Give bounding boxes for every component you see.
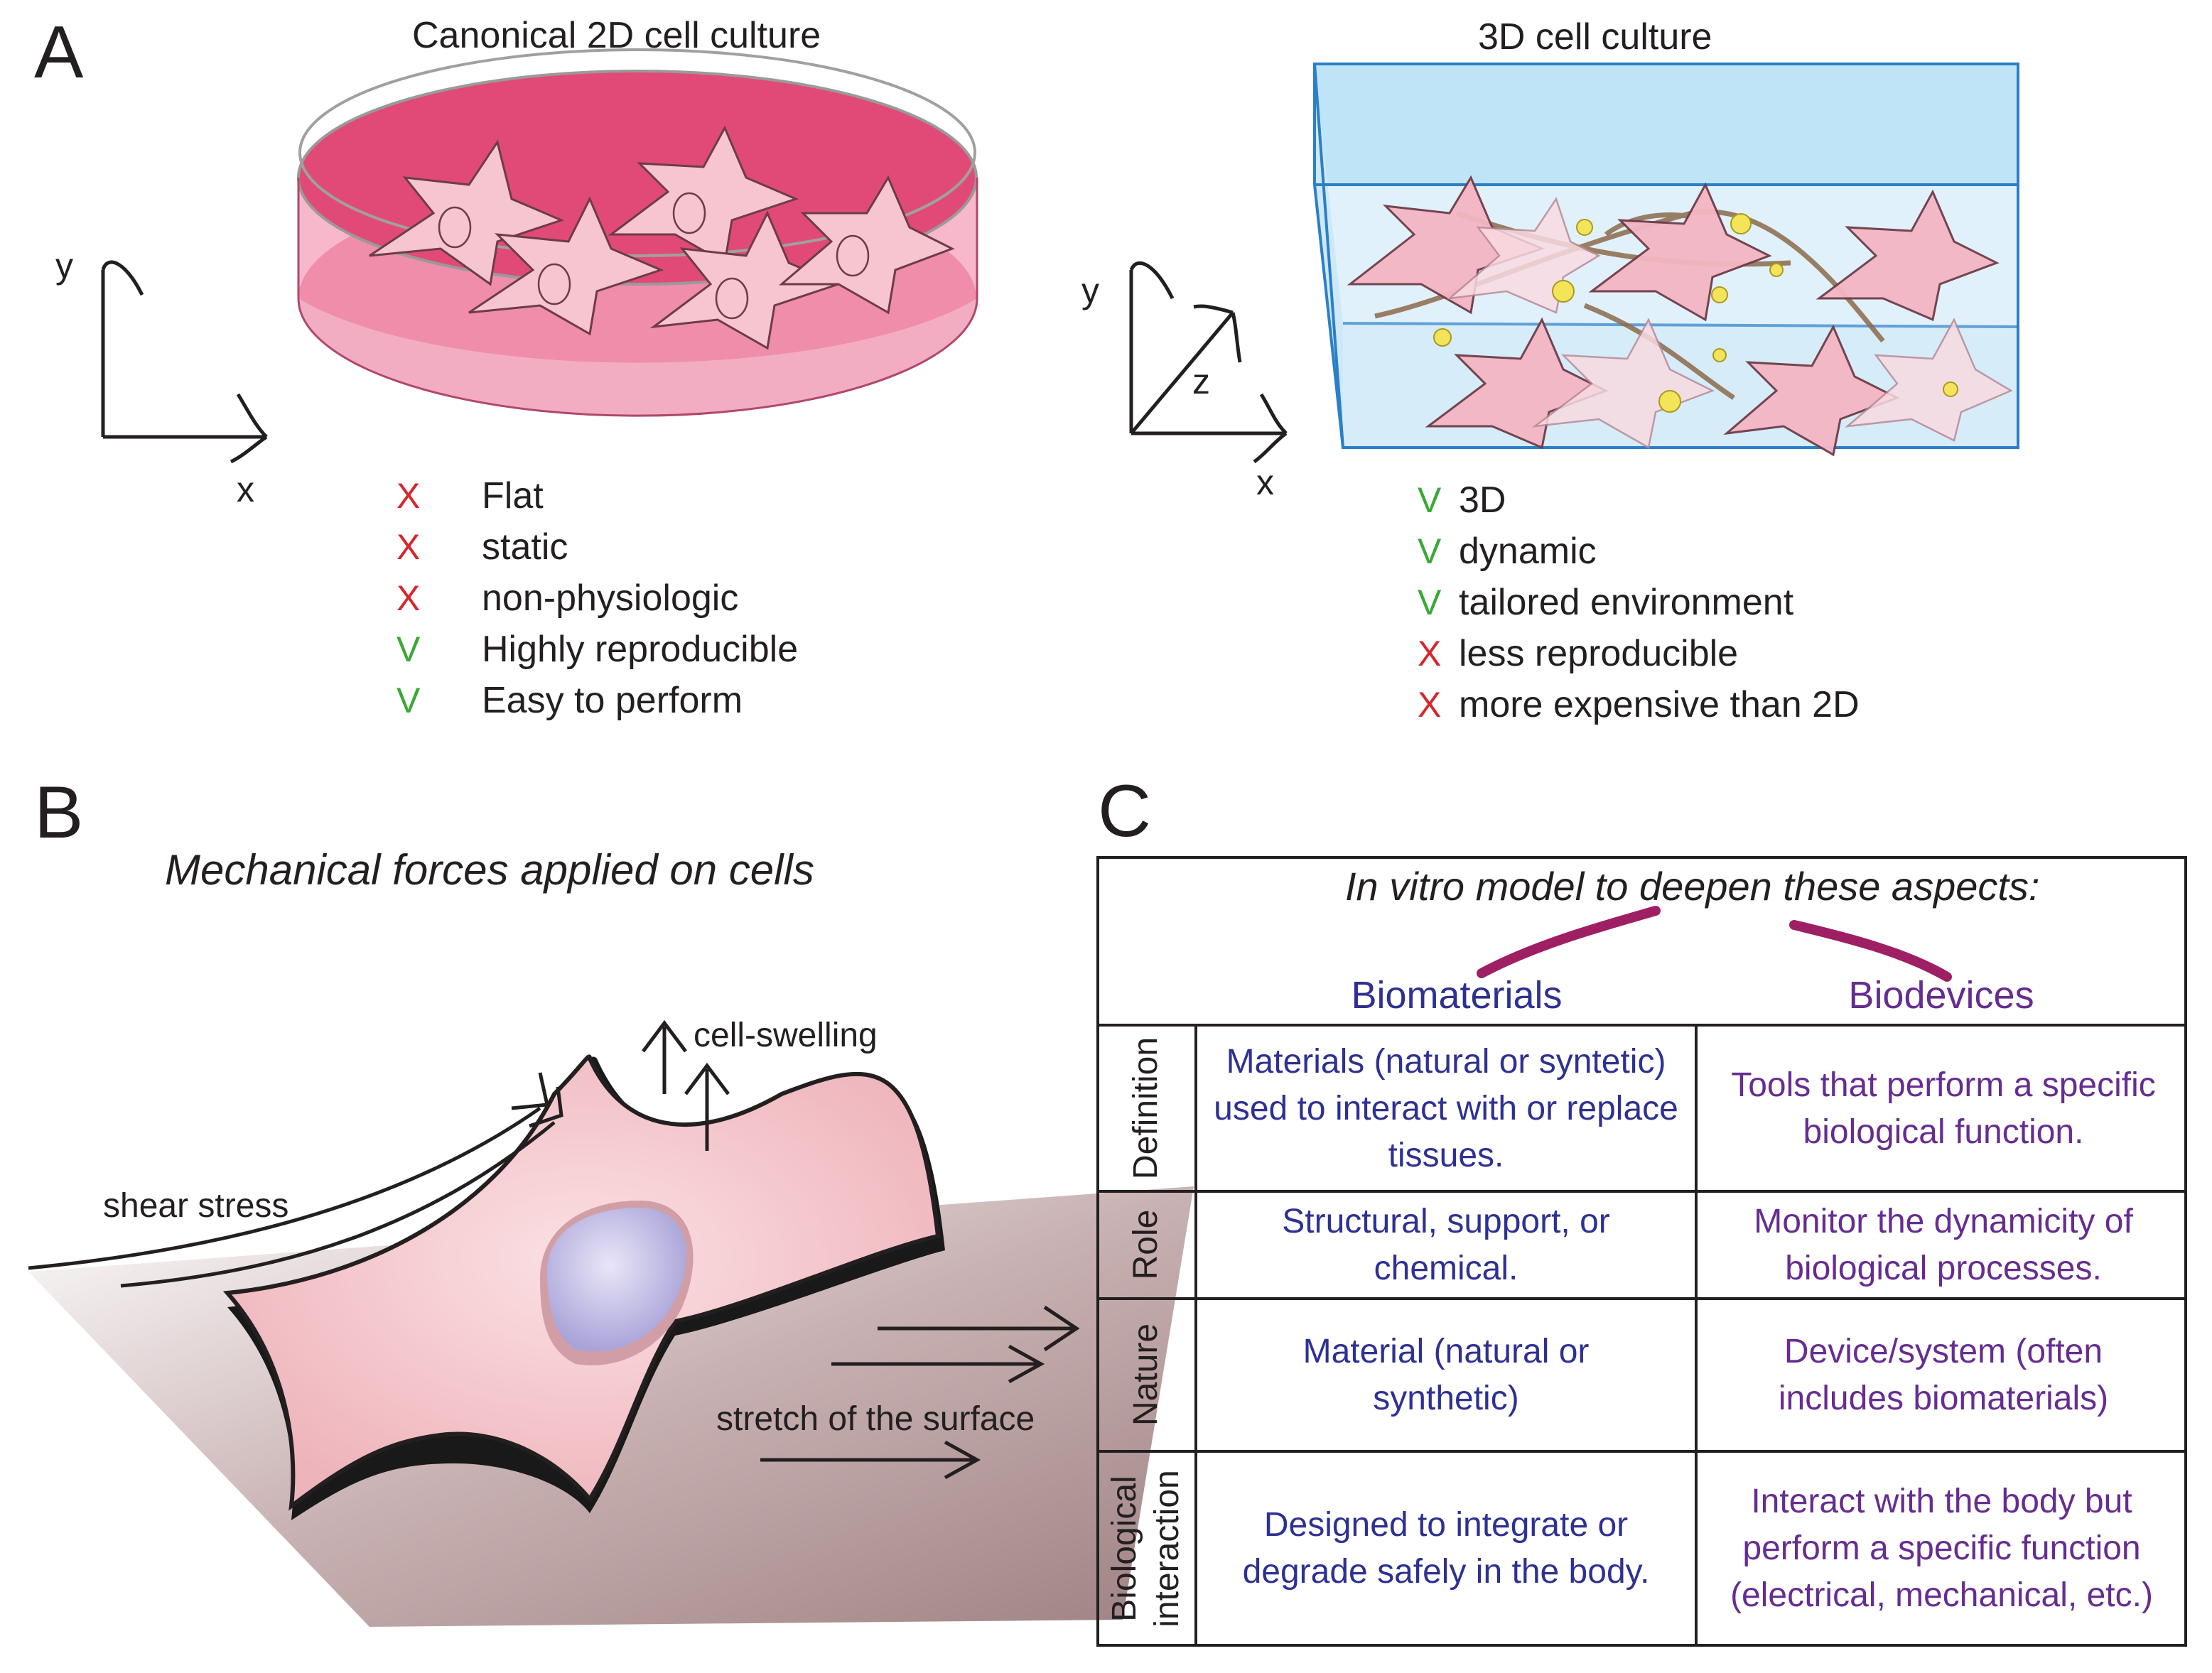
3d-culture-box	[1312, 63, 2019, 457]
cell-role-biodevices: Monitor the dynamicity of biological pro…	[1754, 1202, 2133, 1287]
axis-3d-z-label: z	[1192, 362, 1210, 401]
swelling-arrows	[642, 1019, 730, 1151]
list-item: X Flat	[396, 475, 544, 517]
shear-stress-label: shear stress	[103, 1187, 289, 1225]
list-item-text: static	[482, 526, 568, 568]
panel-letter-c: C	[1098, 770, 1152, 852]
panel-letter-a: A	[34, 11, 84, 94]
check-mark-icon: V	[396, 681, 421, 720]
cell-nature-biomaterials: Material (natural or synthetic)	[1302, 1332, 1590, 1417]
branch-strokes	[1477, 906, 1952, 982]
column-header-biomaterials: Biomaterials	[1351, 974, 1563, 1017]
check-mark-icon: V	[1418, 480, 1442, 520]
cross-mark-icon: X	[1418, 685, 1442, 725]
list-item: V Easy to perform	[396, 679, 743, 722]
cross-mark-icon: X	[1418, 634, 1442, 673]
cell-3d	[222, 1054, 945, 1520]
table-title: In vitro model to deepen these aspects:	[1345, 864, 2040, 909]
stretch-arrows	[760, 1305, 1080, 1480]
axes-3d	[1129, 261, 1288, 464]
axis-2d-y-label: y	[55, 246, 73, 286]
list-item-text: dynamic	[1459, 531, 1597, 572]
cell-definition-biomaterials: Materials (natural or syntetic) used to …	[1214, 1042, 1678, 1175]
axis-3d-x-label: x	[1256, 462, 1274, 502]
cross-mark-icon: X	[396, 527, 421, 567]
list-item-text: Easy to perform	[482, 680, 743, 721]
cell-swelling-label: cell-swelling	[694, 1017, 878, 1054]
cross-mark-icon: X	[396, 476, 421, 516]
cell-definition-biodevices: Tools that perform a specific biological…	[1731, 1066, 2156, 1151]
cell-nature-biodevices: Device/system (often includes biomateria…	[1778, 1332, 2109, 1417]
check-mark-icon: V	[396, 629, 421, 669]
list-item-text: 3D	[1459, 480, 1506, 521]
check-mark-icon: V	[1418, 583, 1442, 622]
stretch-surface-label: stretch of the surface	[716, 1400, 1035, 1438]
panel-letter-b: B	[34, 771, 84, 854]
axis-2d-x-label: x	[237, 470, 254, 509]
list-item: V 3D	[1418, 479, 1506, 521]
3d-culture-title: 3D cell culture	[1478, 16, 1712, 58]
cell-role-biomaterials: Structural, support, or chemical.	[1282, 1202, 1610, 1287]
list-item: V Highly reproducible	[396, 628, 798, 671]
petri-dish	[297, 48, 978, 417]
panel-b-title: Mechanical forces applied on cells	[165, 846, 814, 894]
shear-arrows	[28, 1072, 563, 1288]
row-label-biological-interaction: Biological interaction	[1106, 1470, 1186, 1628]
list-item-text: Highly reproducible	[482, 629, 799, 670]
axis-3d-y-label: y	[1081, 271, 1099, 310]
list-item-text: less reproducible	[1459, 633, 1739, 674]
list-item-text: Flat	[482, 475, 544, 516]
axes-2d	[101, 260, 268, 464]
list-item-text: tailored environment	[1459, 582, 1794, 623]
list-item-text: non-physiologic	[482, 578, 739, 619]
cross-mark-icon: X	[396, 578, 421, 618]
cell-biological-interaction-biodevices: Interact with the body but perform a spe…	[1730, 1482, 2153, 1615]
list-item-text: more expensive than 2D	[1459, 684, 1860, 725]
column-header-biodevices: Biodevices	[1848, 974, 2034, 1017]
check-mark-icon: V	[1418, 531, 1442, 571]
comparison-table	[1096, 856, 2187, 1647]
cell-biological-interaction-biomaterials: Designed to integrate or degrade safely …	[1242, 1505, 1650, 1591]
